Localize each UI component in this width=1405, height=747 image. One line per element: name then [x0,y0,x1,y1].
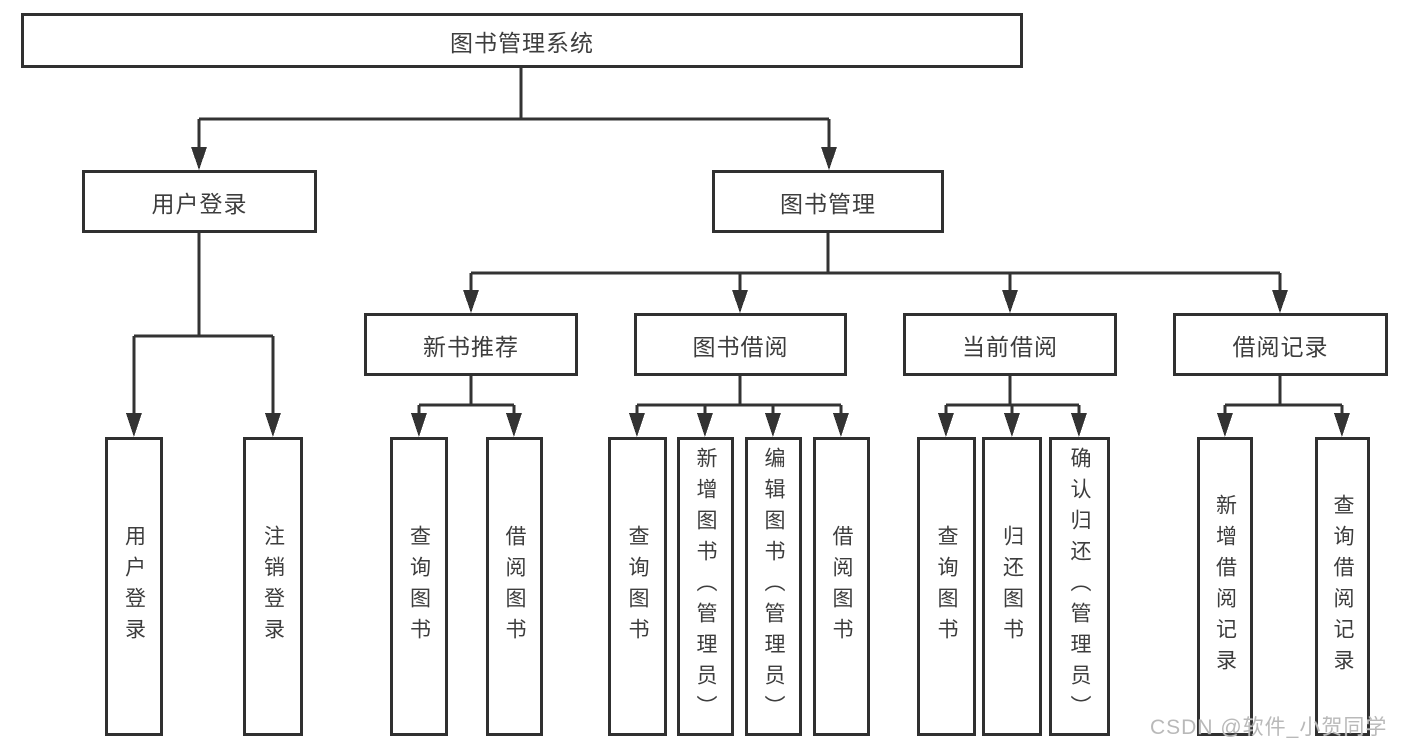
leaf-logout: 注销登录 [243,437,303,736]
node-label: 新增借阅记录 [1213,493,1237,680]
node-book-borrowing: 图书借阅 [634,313,847,376]
connector-book-management-to-level3 [463,233,1288,313]
leaf-add-borrow-record: 新增借阅记录 [1197,437,1253,736]
node-label: 查询借阅记录 [1331,493,1354,680]
node-book-management: 图书管理 [712,170,944,233]
node-label: 归还图书 [1000,524,1024,649]
node-label: 新书推荐 [423,333,519,360]
csdn-watermark: CSDN @软件_小贺同学 [1150,716,1388,739]
node-label: 用户登录 [151,190,248,217]
leaf-query-books-recommend: 查询图书 [390,437,448,736]
node-label: 编辑图书（管理员） [762,447,785,726]
leaf-query-books-borrowing: 查询图书 [608,437,667,736]
leaf-query-books-current: 查询图书 [917,437,976,736]
leaf-return-books: 归还图书 [982,437,1042,736]
node-borrowing-records: 借阅记录 [1173,313,1388,376]
node-label: 查询图书 [935,524,958,649]
node-library-management-system: 图书管理系统 [21,13,1023,68]
node-label: 借阅记录 [1232,333,1329,360]
connector-current-borrowing-branch [938,376,1087,437]
node-label: 新增图书（管理员） [694,447,717,726]
leaf-edit-books-admin: 编辑图书（管理员） [745,437,802,736]
node-new-book-recommendation: 新书推荐 [364,313,578,376]
leaf-confirm-return-admin: 确认归还（管理员） [1049,437,1110,736]
node-label: 注销登录 [261,524,285,649]
node-label: 图书管理系统 [450,29,594,56]
node-label: 查询图书 [407,524,431,649]
connector-user-login-branch [126,233,281,437]
connector-root-to-level2 [191,68,837,170]
node-label: 借阅图书 [830,524,853,649]
node-label: 借阅图书 [503,524,526,649]
leaf-borrow-books: 借阅图书 [813,437,870,736]
node-current-borrowing: 当前借阅 [903,313,1117,376]
leaf-borrow-books-recommend: 借阅图书 [486,437,543,736]
node-label: 图书借阅 [692,333,789,360]
node-label: 图书管理 [780,190,876,217]
node-user-login: 用户登录 [82,170,317,233]
leaf-user-login: 用户登录 [105,437,163,736]
connector-borrow-records-branch [1217,376,1350,437]
node-label: 当前借阅 [962,333,1058,360]
leaf-query-borrow-record: 查询借阅记录 [1315,437,1370,736]
node-label: 用户登录 [122,524,146,649]
connector-new-book-branch [411,376,522,437]
connector-book-borrowing-branch [629,376,849,437]
leaf-add-books-admin: 新增图书（管理员） [677,437,734,736]
node-label: 查询图书 [626,524,649,649]
node-label: 确认归还（管理员） [1068,447,1091,726]
